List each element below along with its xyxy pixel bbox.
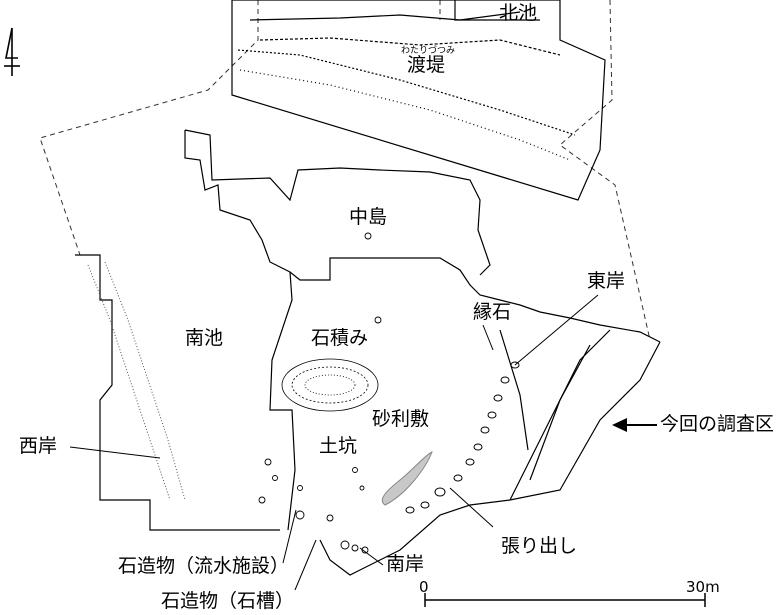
stone-structure-flow-label: 石造物（流水施設） (118, 555, 290, 577)
gravel-paving-label: 砂利敷 (372, 408, 430, 430)
excavation-outline (75, 129, 661, 576)
projection-label: 張り出し (501, 535, 578, 557)
scale-start-label: 0 (419, 578, 429, 596)
edge-stones-label: 縁石 (473, 301, 512, 323)
dashed-boundary (39, 0, 651, 341)
west-bank-band (87, 261, 186, 501)
stone-pile-label: 石積み (311, 327, 369, 349)
scattered-stones (258, 232, 382, 554)
scale-bar (424, 593, 706, 607)
causeway-strip (231, 0, 606, 201)
causeway-label: 渡堤 (407, 54, 446, 76)
west-bank-label: 西岸 (19, 435, 58, 457)
middle-island-label: 中島 (349, 206, 388, 228)
north-arrow-icon (4, 27, 20, 76)
current-survey-area-label: 今回の調査区 (660, 413, 775, 435)
scale-end-label: 30m (686, 578, 720, 596)
causeway-reading: わたりづつみ (401, 46, 456, 56)
east-bank-label: 東岸 (587, 270, 626, 292)
stone-pile (281, 358, 379, 412)
gravel-paving (381, 451, 433, 506)
pit-label: 土坑 (319, 435, 358, 457)
survey-area-arrow-icon (612, 418, 657, 432)
south-pond-label: 南池 (185, 327, 224, 349)
south-bank-label: 南岸 (386, 553, 425, 575)
stone-structure-tank-label: 石造物（石槽） (161, 590, 295, 612)
east-bank-stones (405, 361, 520, 514)
north-pond-label: 北池 (499, 2, 538, 24)
leader-lines (69, 294, 599, 591)
